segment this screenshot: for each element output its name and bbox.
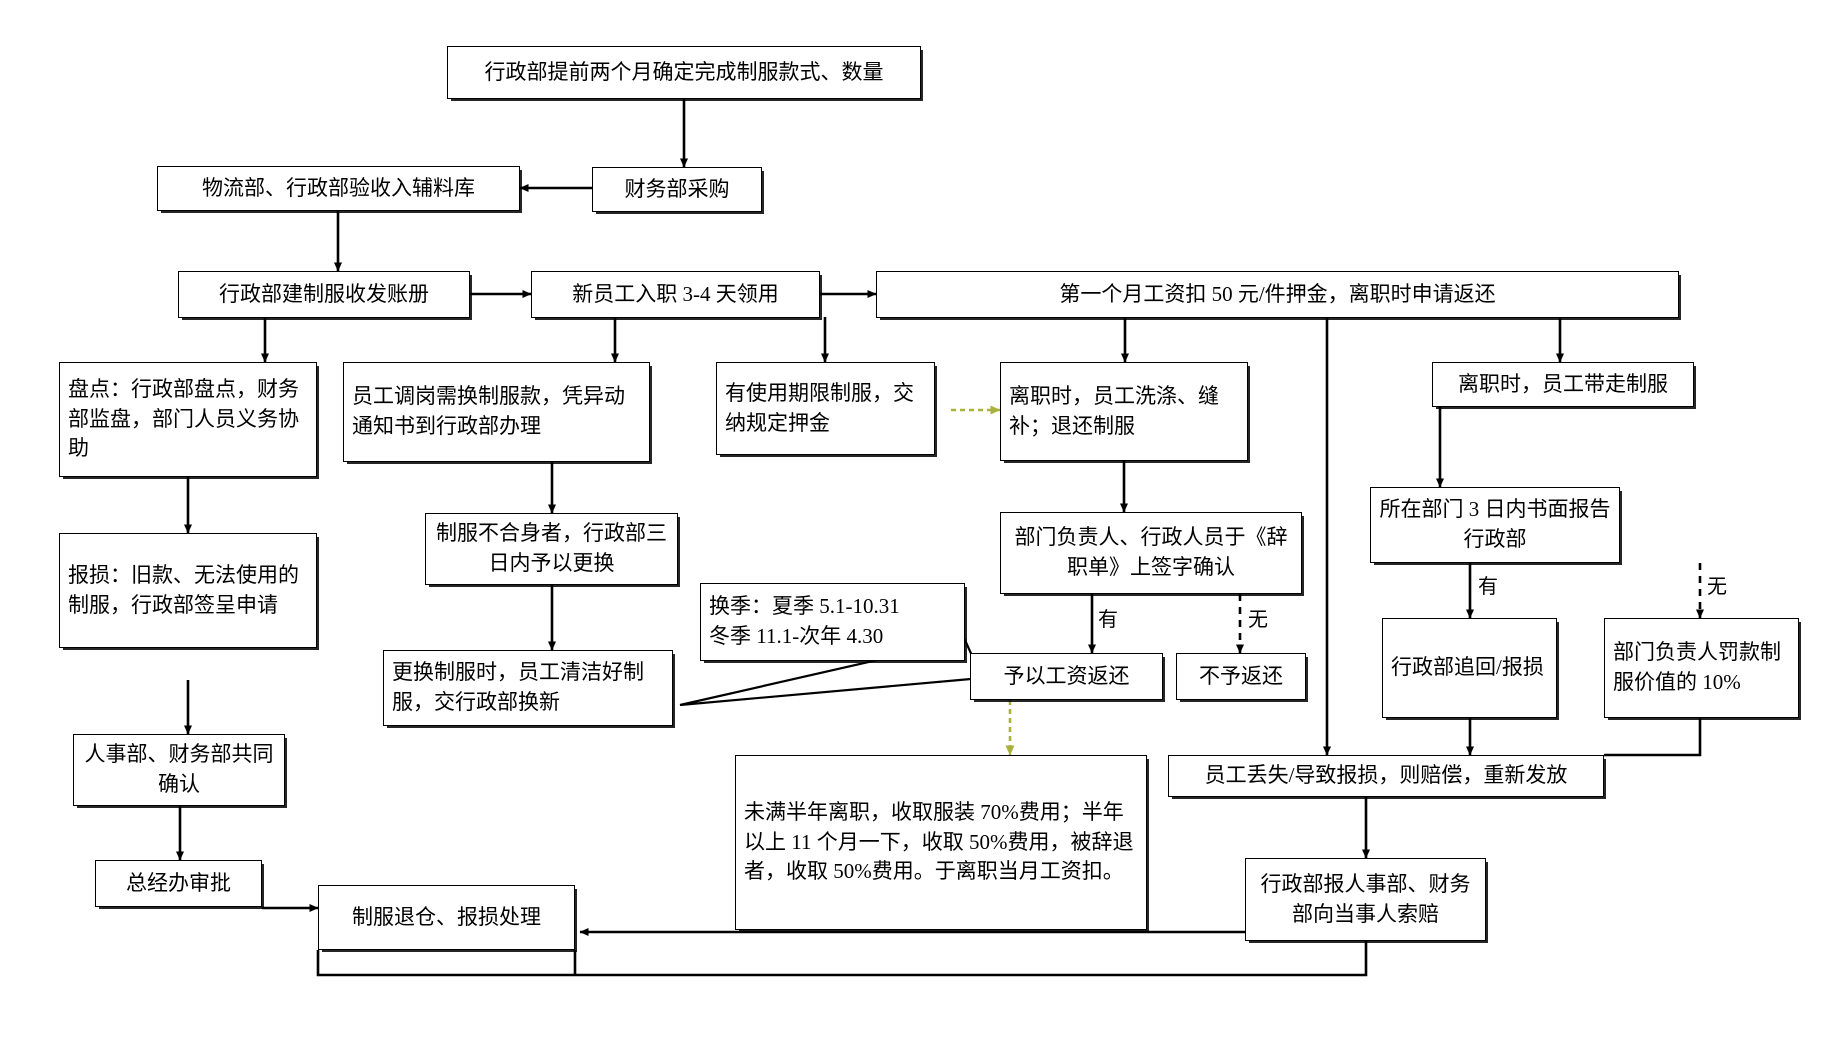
node-label: 行政部建制服收发账册 [219,281,429,306]
node-label: 员工调岗需换制服款，凭异动通知书到行政部办理 [352,384,625,438]
edge-label-yes-dept-report: 有 [1478,576,1498,598]
node-admin-confirm-style[interactable]: 行政部提前两个月确定完成制服款式、数量 [447,46,921,99]
node-first-month-deposit[interactable]: 第一个月工资扣 50 元/件押金，离职时申请返还 [876,271,1679,318]
node-clean-before-exchange[interactable]: 更换制服时，员工清洁好制服，交行政部换新 [383,650,673,726]
node-label: 离职时，员工洗涤、缝补；退还制服 [1009,383,1219,438]
node-new-employee-issue[interactable]: 新员工入职 3-4 天领用 [531,271,820,318]
node-refund-via-salary[interactable]: 予以工资返还 [970,653,1163,700]
node-admin-recover-scrap[interactable]: 行政部追回/报损 [1382,618,1557,718]
node-label: 盘点：行政部盘点，财务部监盘，部门人员义务协助 [68,376,299,461]
node-return-scrap-process[interactable]: 制服退仓、报损处理 [318,885,575,950]
edge-label-no-dept-report: 无 [1707,576,1727,598]
node-label: 制服不合身者，行政部三日内予以更换 [436,521,667,575]
node-label: 报损：旧款、无法使用的制服，行政部签呈申请 [68,562,299,617]
node-label: 离职时，员工带走制服 [1458,371,1668,396]
node-logistics-inbound[interactable]: 物流部、行政部验收入辅料库 [157,166,520,211]
node-dept-written-report[interactable]: 所在部门 3 日内书面报告行政部 [1370,487,1620,563]
node-label: 予以工资返还 [1003,663,1130,688]
node-label: 新员工入职 3-4 天领用 [572,281,779,306]
node-label: 财务部采购 [624,176,730,201]
node-label: 行政部追回/报损 [1391,655,1544,680]
node-loss-compensate[interactable]: 员工丢失/导致报损，则赔偿，重新发放 [1168,755,1604,797]
node-finance-purchase[interactable]: 财务部采购 [592,167,762,212]
node-label: 第一个月工资扣 50 元/件押金，离职时申请返还 [1059,281,1496,306]
node-label: 未满半年离职，收取服装 70%费用；半年以上 11 个月一下，收取 50%费用，… [744,799,1134,884]
node-resign-fee-rules[interactable]: 未满半年离职，收取服装 70%费用；半年以上 11 个月一下，收取 50%费用，… [735,755,1147,930]
node-label: 员工丢失/导致报损，则赔偿，重新发放 [1204,763,1568,788]
node-admin-ledger[interactable]: 行政部建制服收发账册 [178,271,470,318]
node-admin-report-claim[interactable]: 行政部报人事部、财务部向当事人索赔 [1245,858,1486,941]
node-label: 所在部门 3 日内书面报告行政部 [1379,497,1611,551]
node-resignation-form-sign[interactable]: 部门负责人、行政人员于《辞职单》上签字确认 [1000,512,1302,594]
node-label: 部门负责人、行政人员于《辞职单》上签字确认 [1014,525,1288,579]
node-gm-office-approval[interactable]: 总经办审批 [95,860,262,907]
node-transfer-change-uniform[interactable]: 员工调岗需换制服款，凭异动通知书到行政部办理 [343,362,650,462]
node-season-change[interactable]: 换季：夏季 5.1-10.31 冬季 11.1-次年 4.30 [700,583,965,661]
node-resign-wash-return[interactable]: 离职时，员工洗涤、缝补；退还制服 [1000,362,1248,461]
node-manager-penalty[interactable]: 部门负责人罚款制服价值的 10% [1604,618,1799,718]
node-scrap-report[interactable]: 报损：旧款、无法使用的制服，行政部签呈申请 [59,533,317,648]
node-label: 行政部提前两个月确定完成制服款式、数量 [484,59,884,84]
node-label: 人事部、财务部共同确认 [84,742,274,796]
node-no-refund[interactable]: 不予返还 [1176,653,1306,700]
node-label: 物流部、行政部验收入辅料库 [202,175,475,200]
node-label: 制服退仓、报损处理 [352,904,541,929]
node-hr-finance-confirm[interactable]: 人事部、财务部共同确认 [73,734,285,806]
node-resign-keep-uniform[interactable]: 离职时，员工带走制服 [1432,362,1694,407]
node-label: 不予返还 [1199,663,1283,688]
node-label: 总经办审批 [126,870,231,895]
edge-label-no-resignation: 无 [1248,609,1268,631]
node-label: 更换制服时，员工清洁好制服，交行政部换新 [392,660,644,714]
node-label: 有使用期限制服，交纳规定押金 [725,380,914,435]
node-label: 部门负责人罚款制服价值的 10% [1613,640,1781,694]
node-stocktake[interactable]: 盘点：行政部盘点，财务部监盘，部门人员义务协助 [59,362,317,477]
edge-label-yes-resignation: 有 [1098,609,1118,631]
node-label: 换季：夏季 5.1-10.31 冬季 11.1-次年 4.30 [709,594,900,648]
node-label: 行政部报人事部、财务部向当事人索赔 [1260,871,1471,926]
node-limited-term-uniform[interactable]: 有使用期限制服，交纳规定押金 [716,362,935,455]
node-ill-fitting-replace[interactable]: 制服不合身者，行政部三日内予以更换 [425,513,678,585]
